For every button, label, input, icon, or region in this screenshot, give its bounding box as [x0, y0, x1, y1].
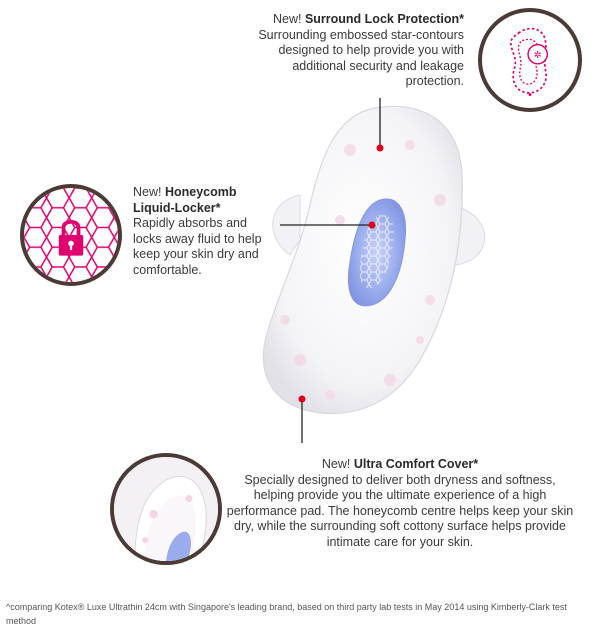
callout-title: Ultra Comfort Cover* — [353, 457, 479, 471]
svg-text:✲: ✲ — [534, 50, 542, 61]
callout-body: Specially designed to deliver both dryne… — [226, 472, 574, 549]
honeycomb-callout: New! Honeycomb Liquid-Locker* Rapidly ab… — [133, 185, 273, 278]
pad-outline-star-icon: ✲ — [509, 27, 548, 96]
footnote: ^comparing Kotex® Luxe Ultrathin 24cm wi… — [6, 602, 567, 626]
comfort-cover-badge — [110, 453, 222, 565]
honeycomb-badge — [20, 184, 122, 286]
new-label: New! — [321, 457, 351, 471]
callout-body: Surrounding embossed star-contours desig… — [258, 27, 464, 89]
surround-lock-callout: New! Surround Lock Protection* Surroundi… — [256, 12, 464, 90]
callout-title: Surround Lock Protection* — [304, 12, 464, 26]
new-label: New! — [272, 12, 302, 26]
callout-title: Honeycomb Liquid-Locker* — [133, 185, 237, 215]
honeycomb-lock-icon — [24, 188, 118, 282]
callout-body: Rapidly absorbs and locks away fluid to … — [133, 216, 262, 277]
comfort-cover-callout: New! Ultra Comfort Cover* Specially desi… — [225, 457, 575, 550]
surround-lock-badge: ✲ — [478, 8, 582, 112]
pad-closeup-photo — [114, 457, 218, 561]
new-label: New! — [133, 185, 162, 199]
